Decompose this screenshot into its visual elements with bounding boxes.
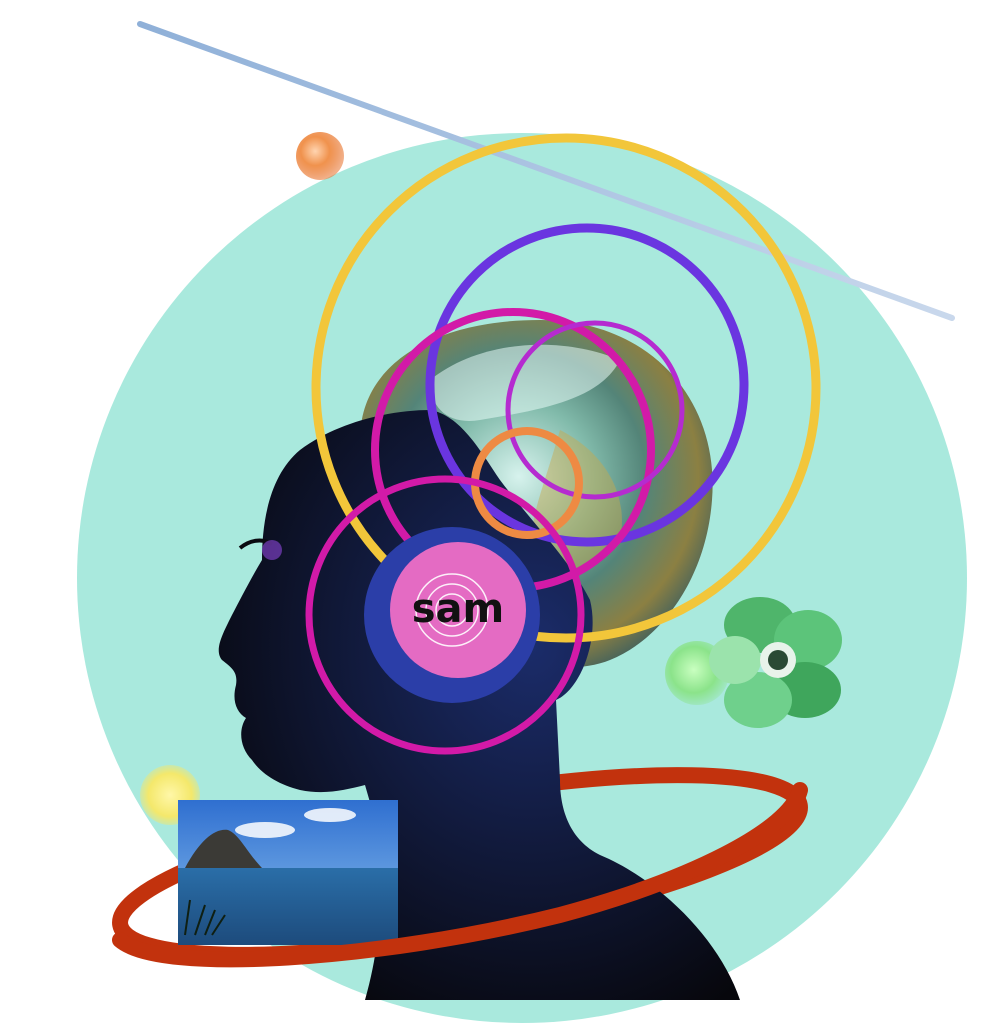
landscape-photo — [178, 800, 398, 945]
orange-orb — [296, 132, 344, 180]
purple-ring — [505, 320, 685, 500]
headphone-cup — [390, 542, 526, 678]
yellow-ring — [311, 133, 821, 643]
glass-highlight — [430, 344, 620, 421]
green-flower — [709, 597, 842, 728]
magenta-ring-lower — [305, 475, 585, 755]
eye-sparkle — [262, 540, 282, 560]
diagonal-line — [137, 21, 955, 321]
red-orbit-front — [112, 782, 808, 968]
head-silhouette — [218, 410, 741, 1000]
sam-logo-text: sam — [412, 586, 504, 632]
sound-waves-icon — [415, 573, 489, 647]
violet-ring — [425, 223, 749, 547]
